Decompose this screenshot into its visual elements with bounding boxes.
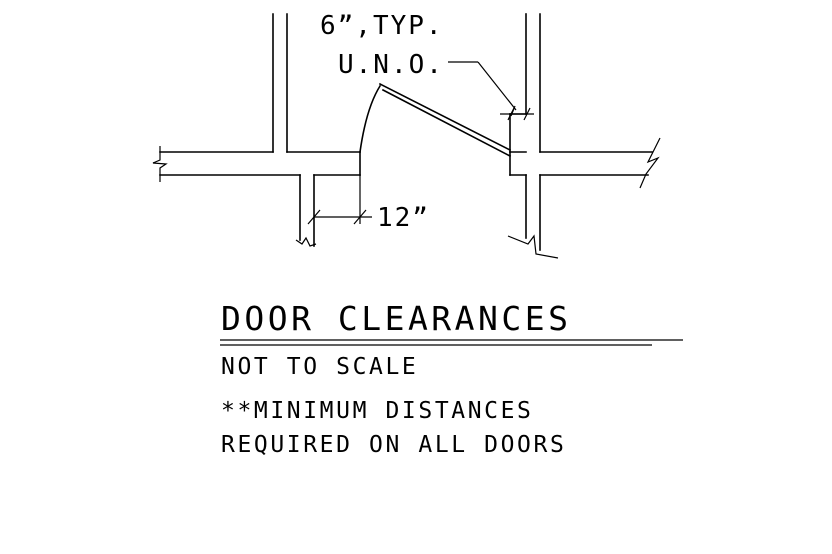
door-swing	[359, 82, 512, 158]
twelve-inch-dimension	[307, 175, 372, 225]
main-wall-right-segment	[509, 113, 661, 189]
twelve-inch-label: 12”	[377, 203, 430, 233]
scale-note: NOT TO SCALE	[221, 354, 418, 380]
typical-dimension-label-line2: U.N.O.	[338, 50, 444, 80]
note-line-1: **MINIMUM DISTANCES	[221, 398, 534, 424]
right-lower-wall	[507, 174, 559, 259]
six-inch-dimension-leader	[448, 61, 534, 121]
left-upper-wall	[272, 13, 288, 153]
detail-title: DOOR CLEARANCES	[221, 299, 572, 338]
title-underline	[220, 339, 683, 346]
typical-dimension-label-line1: 6”,TYP.	[320, 11, 444, 41]
left-lower-wall	[295, 174, 317, 247]
note-line-2: REQUIRED ON ALL DOORS	[221, 432, 566, 458]
right-upper-wall	[525, 13, 541, 153]
main-wall-left-segment	[152, 146, 361, 182]
